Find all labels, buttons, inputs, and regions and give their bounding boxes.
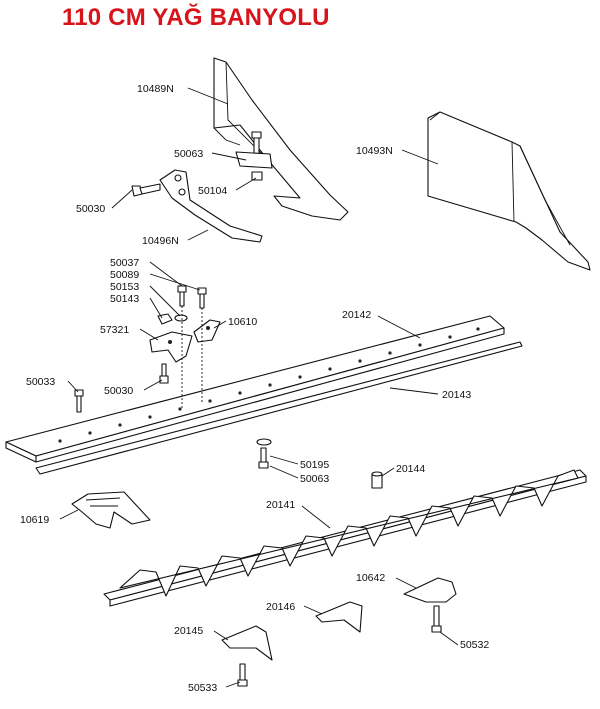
part-20143-wear-strip (35, 341, 523, 475)
label-20145: 20145 (174, 625, 203, 637)
part-50030-bolt-top (131, 183, 161, 197)
part-20146-section (315, 601, 363, 633)
label-50195: 50195 (300, 459, 329, 471)
label-50030-mid: 50030 (104, 385, 133, 397)
label-20142: 20142 (342, 309, 371, 321)
label-50089: 50089 (110, 269, 139, 281)
part-50030-bolt-mid (159, 363, 169, 384)
label-50104: 50104 (198, 185, 227, 197)
part-10619-guard (71, 491, 151, 529)
part-50037-bolt (177, 285, 187, 307)
part-10489N-divider (213, 57, 349, 221)
part-10493N-cover (427, 111, 591, 271)
part-50153-washer (174, 314, 188, 322)
part-10496N-skid (159, 169, 263, 243)
part-10642-holder (403, 577, 457, 603)
label-50532: 50532 (460, 639, 489, 651)
label-57321: 57321 (100, 324, 129, 336)
part-50063-bolt-top (235, 131, 273, 181)
label-10493N: 10493N (356, 145, 393, 157)
label-20144: 20144 (396, 463, 425, 475)
leader-lines (59, 87, 459, 688)
label-10610: 10610 (228, 316, 257, 328)
part-57321-clip (149, 331, 193, 363)
label-10619: 10619 (20, 514, 49, 526)
cutter-bar-holes (58, 327, 480, 443)
label-50030-top: 50030 (76, 203, 105, 215)
label-50063-mid: 50063 (300, 473, 329, 485)
label-20143: 20143 (442, 389, 471, 401)
part-labels: 10489N 50063 50104 50030 10496N 10493N 5… (20, 83, 489, 694)
label-50153: 50153 (110, 281, 139, 293)
label-50143: 50143 (110, 293, 139, 305)
part-50063-bolt-mid (258, 447, 269, 469)
part-50195-washer (256, 438, 272, 446)
part-50532-bolt (431, 605, 442, 633)
diagram-title: 110 CM YAĞ BANYOLU (62, 4, 330, 31)
label-10642: 10642 (356, 572, 385, 584)
part-20141-knife-bar (103, 469, 587, 607)
label-20146: 20146 (266, 601, 295, 613)
label-50063-top: 50063 (174, 148, 203, 160)
part-10610-plate (193, 319, 221, 343)
part-50033-bolt (74, 389, 84, 413)
label-10489N: 10489N (137, 83, 174, 95)
label-10496N: 10496N (142, 235, 179, 247)
label-20141: 20141 (266, 499, 295, 511)
part-20142-cutter-bar (5, 315, 505, 463)
part-20145-section (221, 625, 273, 661)
label-50033: 50033 (26, 376, 55, 388)
part-20144-pin (371, 471, 383, 489)
label-50533: 50533 (188, 682, 217, 694)
label-50037: 50037 (110, 257, 139, 269)
part-50089-bolt (197, 287, 207, 309)
